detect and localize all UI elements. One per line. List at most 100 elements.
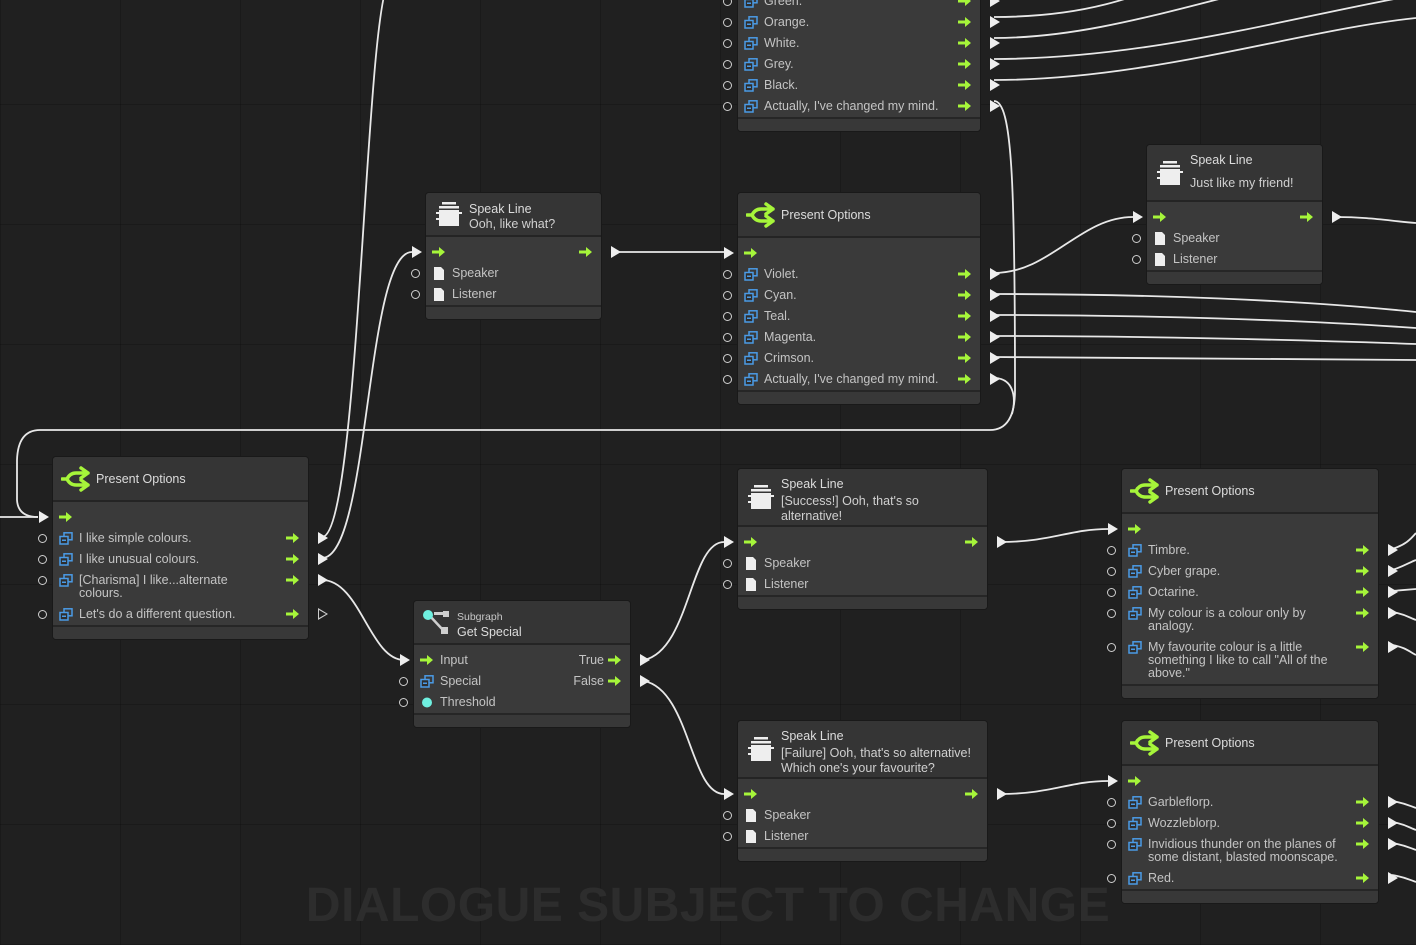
- option-row[interactable]: Let's do a different question.: [38, 604, 328, 625]
- input-port[interactable]: [723, 18, 732, 27]
- output-port[interactable]: [1388, 607, 1398, 619]
- port-row[interactable]: Threshold: [399, 692, 630, 713]
- output-port[interactable]: [1388, 641, 1398, 653]
- port-row[interactable]: Listener: [723, 574, 987, 595]
- option-row[interactable]: Red.: [1107, 868, 1398, 889]
- output-port[interactable]: [990, 79, 1000, 91]
- output-port[interactable]: [997, 536, 1007, 548]
- present-options-node[interactable]: Present Options Green.Orange.White.Grey.…: [723, 0, 1000, 131]
- input-port[interactable]: [1107, 798, 1116, 807]
- port-row[interactable]: Listener: [723, 826, 987, 847]
- output-port[interactable]: [990, 37, 1000, 49]
- node-header[interactable]: Speak Line[Failure] Ooh, that's so alter…: [738, 721, 987, 779]
- output-port[interactable]: [318, 608, 328, 620]
- option-row[interactable]: Actually, I've changed my mind.: [723, 96, 1000, 117]
- flow-row[interactable]: [724, 243, 980, 264]
- present-options-node[interactable]: Present Options Garbleflorp.Wozzleblorp.…: [1107, 721, 1398, 903]
- output-port[interactable]: [640, 654, 650, 666]
- node-header[interactable]: Present Options: [53, 457, 308, 502]
- option-row[interactable]: Magenta.: [723, 327, 1000, 348]
- output-port[interactable]: [990, 331, 1000, 343]
- input-port[interactable]: [399, 677, 408, 686]
- input-port[interactable]: [38, 610, 47, 619]
- option-row[interactable]: My favourite colour is a little somethin…: [1107, 637, 1398, 684]
- flow-input-port[interactable]: [412, 246, 422, 258]
- input-port[interactable]: [723, 0, 732, 6]
- option-row[interactable]: Teal.: [723, 306, 1000, 327]
- option-row[interactable]: Invidious thunder on the planes of some …: [1107, 834, 1398, 868]
- output-port[interactable]: [1332, 211, 1342, 223]
- input-port[interactable]: [723, 60, 732, 69]
- input-port[interactable]: [38, 555, 47, 564]
- input-port[interactable]: [38, 576, 47, 585]
- output-port[interactable]: [990, 289, 1000, 301]
- option-row[interactable]: Black.: [723, 75, 1000, 96]
- input-port[interactable]: [411, 290, 420, 299]
- port-row[interactable]: Listener: [1132, 249, 1322, 270]
- port-row[interactable]: Listener: [411, 284, 601, 305]
- input-port[interactable]: [1107, 609, 1116, 618]
- present-options-node[interactable]: Present Options I like simple colours.I …: [38, 457, 328, 639]
- present-options-node[interactable]: Present Options Timbre.Cyber grape.Octar…: [1107, 469, 1398, 698]
- input-port[interactable]: [1107, 546, 1116, 555]
- output-port[interactable]: [990, 268, 1000, 280]
- input-port[interactable]: [411, 269, 420, 278]
- output-port[interactable]: [1388, 796, 1398, 808]
- output-port[interactable]: [990, 0, 1000, 7]
- option-row[interactable]: I like unusual colours.: [38, 549, 328, 570]
- port-row[interactable]: Speaker: [723, 553, 987, 574]
- input-port[interactable]: [723, 270, 732, 279]
- option-row[interactable]: Cyan.: [723, 285, 1000, 306]
- node-header[interactable]: Speak Line[Success!] Ooh, that's so alte…: [738, 469, 987, 527]
- node-header[interactable]: Present Options: [1122, 469, 1378, 514]
- option-row[interactable]: Cyber grape.: [1107, 561, 1398, 582]
- input-port[interactable]: [723, 102, 732, 111]
- flow-input-port[interactable]: [1108, 523, 1118, 535]
- output-port[interactable]: [1388, 817, 1398, 829]
- input-port[interactable]: [723, 811, 732, 820]
- option-row[interactable]: Actually, I've changed my mind.: [723, 369, 1000, 390]
- flow-input-port[interactable]: [724, 247, 734, 259]
- input-port[interactable]: [1107, 874, 1116, 883]
- output-port[interactable]: [990, 373, 1000, 385]
- input-port[interactable]: [1132, 234, 1141, 243]
- option-row[interactable]: My colour is a colour only by analogy.: [1107, 603, 1398, 637]
- port-row[interactable]: Speaker: [723, 805, 987, 826]
- node-header[interactable]: Present Options: [1122, 721, 1378, 766]
- output-port[interactable]: [990, 16, 1000, 28]
- option-row[interactable]: Grey.: [723, 54, 1000, 75]
- option-row[interactable]: Garbleflorp.: [1107, 792, 1398, 813]
- flow-row[interactable]: [1108, 771, 1378, 792]
- input-port[interactable]: [1107, 588, 1116, 597]
- output-port[interactable]: [990, 310, 1000, 322]
- flow-row[interactable]: [724, 784, 1007, 805]
- output-port[interactable]: [1388, 544, 1398, 556]
- input-port[interactable]: [1107, 643, 1116, 652]
- flow-row[interactable]: [1108, 519, 1378, 540]
- input-port[interactable]: [723, 291, 732, 300]
- flow-row[interactable]: [724, 532, 1007, 553]
- output-port[interactable]: [990, 58, 1000, 70]
- flow-input-port[interactable]: [39, 511, 49, 523]
- output-port[interactable]: [1388, 565, 1398, 577]
- option-row[interactable]: Violet.: [723, 264, 1000, 285]
- flow-input-port[interactable]: [724, 536, 734, 548]
- option-row[interactable]: [Charisma] I like...alternate colours.: [38, 570, 328, 604]
- flow-input-port[interactable]: [1108, 775, 1118, 787]
- output-port[interactable]: [1388, 838, 1398, 850]
- input-port[interactable]: [1132, 255, 1141, 264]
- option-row[interactable]: Timbre.: [1107, 540, 1398, 561]
- output-port[interactable]: [640, 675, 650, 687]
- input-port[interactable]: [1107, 819, 1116, 828]
- input-port[interactable]: [723, 81, 732, 90]
- input-port[interactable]: [723, 333, 732, 342]
- option-row[interactable]: Crimson.: [723, 348, 1000, 369]
